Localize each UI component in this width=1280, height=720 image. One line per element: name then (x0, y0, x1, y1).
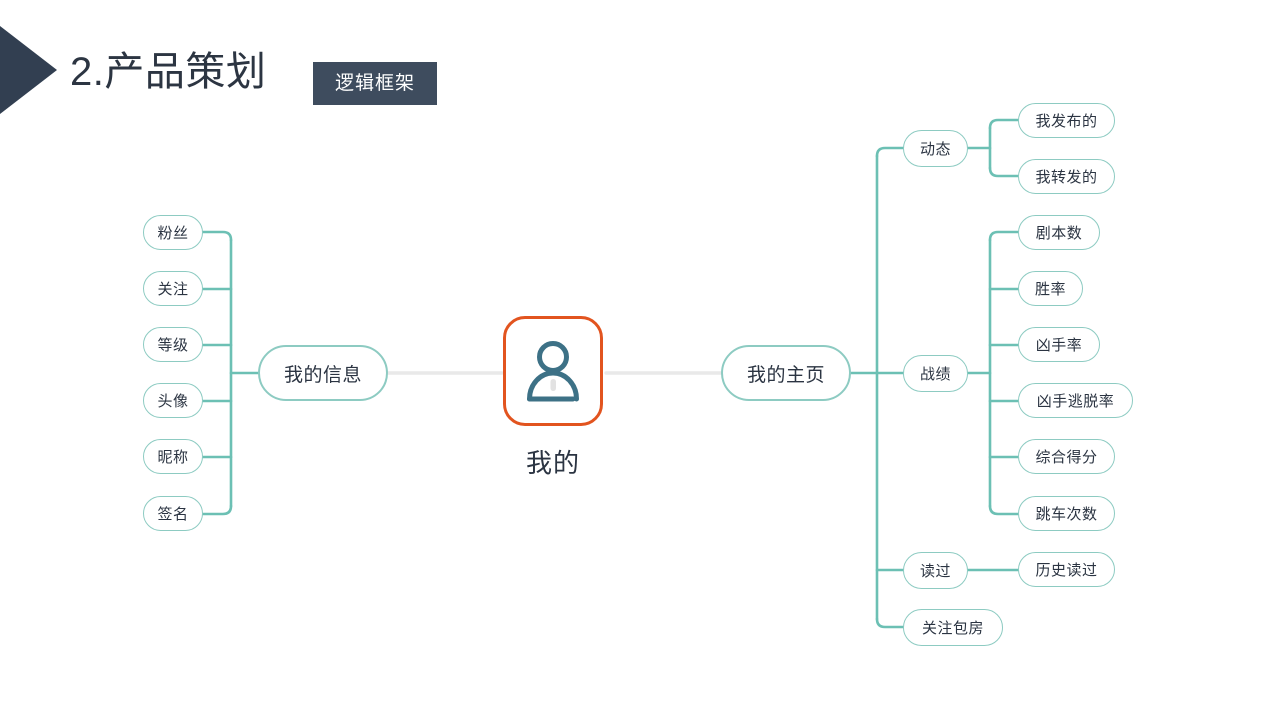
node-label: 等级 (157, 337, 189, 354)
node-duguo[interactable]: 读过 (903, 552, 968, 589)
node-label: 昵称 (157, 449, 189, 466)
node-fensi[interactable]: 粉丝 (143, 215, 203, 250)
node-wozhuanfade[interactable]: 我转发的 (1018, 159, 1115, 194)
node-tiaochecishu[interactable]: 跳车次数 (1018, 496, 1115, 531)
node-nicheng[interactable]: 昵称 (143, 439, 203, 474)
node-label: 综合得分 (1035, 449, 1098, 466)
node-label: 凶手率 (1035, 337, 1083, 354)
node-xiongshoutuotuolv[interactable]: 凶手逃脱率 (1018, 383, 1133, 418)
title-badge: 逻辑框架 (313, 62, 437, 105)
node-label: 关注 (157, 281, 189, 298)
node-label: 读过 (919, 563, 951, 580)
node-zhanji[interactable]: 战绩 (903, 355, 968, 392)
page-title: 2.产品策划 (70, 50, 267, 94)
user-person-icon (527, 341, 579, 402)
zhanji-conn-0 (988, 230, 1020, 242)
node-label: 关注包房 (921, 620, 984, 637)
node-label: 战绩 (919, 366, 951, 383)
node-label: 剧本数 (1035, 225, 1083, 242)
center-node-wode[interactable] (503, 316, 603, 426)
node-wofabude[interactable]: 我发布的 (1018, 103, 1115, 138)
left-conn-5 (201, 504, 233, 516)
triangle-right-icon (0, 26, 57, 114)
node-label: 胜率 (1034, 281, 1066, 298)
node-dengji[interactable]: 等级 (143, 327, 203, 362)
right-conn-guanzhu (875, 617, 905, 629)
node-shenglv[interactable]: 胜率 (1018, 271, 1083, 306)
node-label: 动态 (919, 141, 951, 158)
node-label: 历史读过 (1035, 562, 1098, 579)
left-conn-0 (201, 230, 233, 242)
node-qianming[interactable]: 签名 (143, 496, 203, 531)
dongtai-conn-0 (988, 118, 1020, 130)
node-wodezhuye[interactable]: 我的主页 (721, 345, 851, 401)
dongtai-conn-1 (988, 166, 1020, 178)
node-label: 我转发的 (1035, 169, 1098, 186)
node-xiongshoulv[interactable]: 凶手率 (1018, 327, 1100, 362)
node-label: 我的主页 (746, 364, 825, 386)
node-lishiduguo[interactable]: 历史读过 (1018, 552, 1115, 587)
node-guanzhu[interactable]: 关注 (143, 271, 203, 306)
right-conn-dongtai (875, 146, 905, 158)
node-touxiang[interactable]: 头像 (143, 383, 203, 418)
node-label: 跳车次数 (1035, 506, 1098, 523)
node-jubenshu[interactable]: 剧本数 (1018, 215, 1100, 250)
node-label: 签名 (157, 506, 189, 523)
node-zongheedefen[interactable]: 综合得分 (1018, 439, 1115, 474)
node-guanzhubaofang[interactable]: 关注包房 (903, 609, 1003, 646)
node-label: 粉丝 (157, 225, 189, 242)
node-label: 凶手逃脱率 (1036, 393, 1115, 410)
node-label: 我发布的 (1035, 113, 1098, 130)
node-label: 我的信息 (283, 364, 362, 386)
node-wodexinxi[interactable]: 我的信息 (258, 345, 388, 401)
node-dongtai[interactable]: 动态 (903, 130, 968, 167)
center-node-label: 我的 (525, 448, 580, 478)
node-label: 头像 (157, 393, 189, 410)
zhanji-conn-5 (988, 504, 1020, 516)
